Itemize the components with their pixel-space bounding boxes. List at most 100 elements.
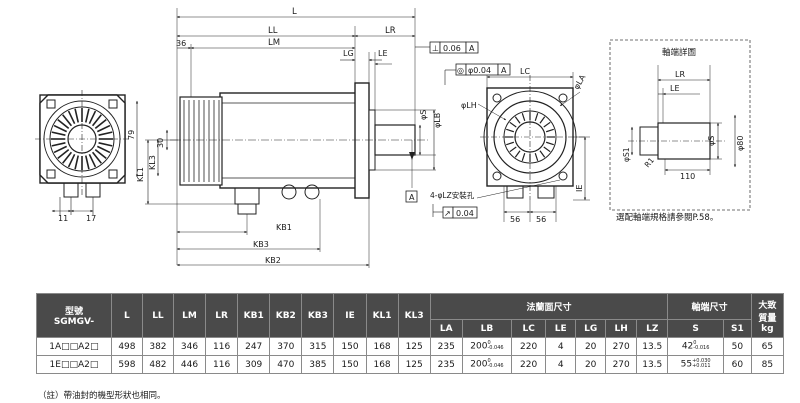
- dim-30: 30: [156, 138, 165, 148]
- cell-LL: 482: [141, 355, 174, 374]
- dimension-table: 型號 SGMGV- L LL LM LR KB1 KB2 KB3 IE KL1 …: [36, 293, 785, 374]
- header-LC: LC: [511, 319, 547, 338]
- header-KL1: KL1: [365, 293, 399, 338]
- perp-datum: A: [469, 44, 475, 53]
- concentric-symbol: ◎: [457, 66, 464, 75]
- fin-line: [534, 113, 539, 122]
- fin-line: [94, 148, 107, 159]
- header-LB: LB: [461, 319, 513, 338]
- cell-LB: 2000-0.046: [461, 337, 513, 356]
- header-KB1: KB1: [237, 293, 271, 338]
- shaft-LR: LR: [675, 70, 685, 79]
- cell-LL: 382: [141, 337, 174, 356]
- cell-LB-val: 200: [470, 359, 488, 370]
- technical-drawing: 11 17 L LL LR 36 LM: [35, 7, 751, 268]
- dim-L: L: [292, 7, 297, 17]
- cell-model: 1A□□A2□: [36, 337, 112, 356]
- fin-line: [53, 145, 68, 154]
- header-model: 型號 SGMGV-: [36, 293, 112, 338]
- rear-end-view: 11 17: [35, 90, 130, 223]
- cell-LE: 4: [545, 355, 577, 374]
- fin-line: [514, 150, 521, 158]
- cell-S: 420-0.016: [667, 337, 724, 356]
- fin-line: [506, 141, 515, 146]
- dim-IE-flange: IE: [575, 185, 584, 192]
- fin-line: [85, 155, 90, 170]
- fin-line: [521, 152, 526, 161]
- fin-line: [51, 131, 66, 136]
- fin-line: [543, 146, 551, 153]
- fin-line: [539, 116, 546, 124]
- dim-17: 17: [86, 214, 96, 223]
- cell-LB-tol-top: 0: [487, 358, 491, 365]
- header-shaft-group: 軸端尺寸: [667, 293, 752, 320]
- dim-LC: LC: [520, 67, 530, 76]
- cell-LG: 20: [575, 355, 607, 374]
- fin-line: [57, 119, 70, 130]
- header-LL: LL: [141, 293, 174, 338]
- cell-S-tol-top: 0: [693, 340, 697, 347]
- cell-KL3: 125: [397, 337, 431, 356]
- dim-56a: 56: [510, 215, 520, 224]
- label-phiLA: φLA: [572, 73, 588, 91]
- shaft-detail-title: 軸端詳圖: [662, 47, 696, 58]
- dim-KL1: KL1: [136, 167, 145, 182]
- cell-LM: 446: [172, 355, 207, 374]
- fin-line: [67, 153, 76, 168]
- dim-LE: LE: [378, 49, 388, 58]
- dim-LR: LR: [385, 26, 396, 36]
- fin-line: [88, 110, 97, 125]
- fin-line: [506, 128, 515, 133]
- cell-KB2: 370: [269, 337, 303, 356]
- fin-line: [62, 151, 73, 164]
- shaft-phiS: φS: [707, 136, 716, 146]
- cell-S-val: 42: [681, 341, 694, 352]
- header-S1: S1: [722, 319, 752, 338]
- cell-S-tol-top: +0.030: [692, 358, 711, 365]
- cell-KB1: 247: [237, 337, 271, 356]
- fin-line: [57, 148, 70, 159]
- concentric-datum: A: [501, 66, 507, 75]
- cell-LH: 270: [605, 355, 638, 374]
- cell-LE: 4: [545, 337, 577, 356]
- header-L: L: [110, 293, 143, 338]
- cell-LB-tol-bot: -0.046: [487, 345, 504, 352]
- cell-KB2: 470: [269, 355, 303, 374]
- header-LA: LA: [429, 319, 463, 338]
- shaft-110: 110: [680, 172, 695, 181]
- fin-line: [509, 146, 517, 153]
- concentric-value: φ0.04: [468, 66, 491, 75]
- cell-LB-val: 200: [470, 341, 488, 352]
- cell-KB3: 385: [301, 355, 335, 374]
- header-model-line1: 型號: [64, 307, 83, 317]
- fin-line: [74, 108, 79, 123]
- dim-LM: LM: [268, 38, 280, 48]
- fin-line: [53, 124, 68, 133]
- header-LM: LM: [172, 293, 207, 338]
- label-phiLH: φLH: [461, 101, 477, 110]
- cell-LR: 116: [205, 337, 239, 356]
- dim-KL3: KL3: [148, 155, 157, 170]
- fin-line: [545, 128, 554, 133]
- cell-LZ: 13.5: [636, 337, 669, 356]
- fin-line: [91, 151, 102, 164]
- cell-KB3: 315: [301, 337, 335, 356]
- table-row: 1E□□A2□ 598 482 446 116 309 470 385 150 …: [36, 355, 785, 374]
- cell-KB1: 309: [237, 355, 271, 374]
- cell-S: 55+0.030+0.011: [667, 355, 724, 374]
- header-LE: LE: [545, 319, 577, 338]
- fin-line: [51, 142, 66, 147]
- header-KB2: KB2: [269, 293, 303, 338]
- cell-KL1: 168: [365, 355, 399, 374]
- cell-mass: 65: [750, 337, 785, 356]
- header-mass: 大致 質量 kg: [750, 293, 785, 338]
- dim-79: 79: [127, 130, 136, 140]
- runout-value: 0.04: [456, 209, 474, 218]
- fin-line: [88, 153, 97, 168]
- fin-line: [539, 150, 546, 158]
- flange-view: LC ◎ φ0.04 A φLH φLA 4-φLZ安裝孔 ↗ 0.04 56 …: [430, 63, 590, 224]
- cell-LZ: 13.5: [636, 355, 669, 374]
- header-LG: LG: [575, 319, 607, 338]
- fin-line: [98, 131, 113, 136]
- fin-line: [96, 145, 111, 154]
